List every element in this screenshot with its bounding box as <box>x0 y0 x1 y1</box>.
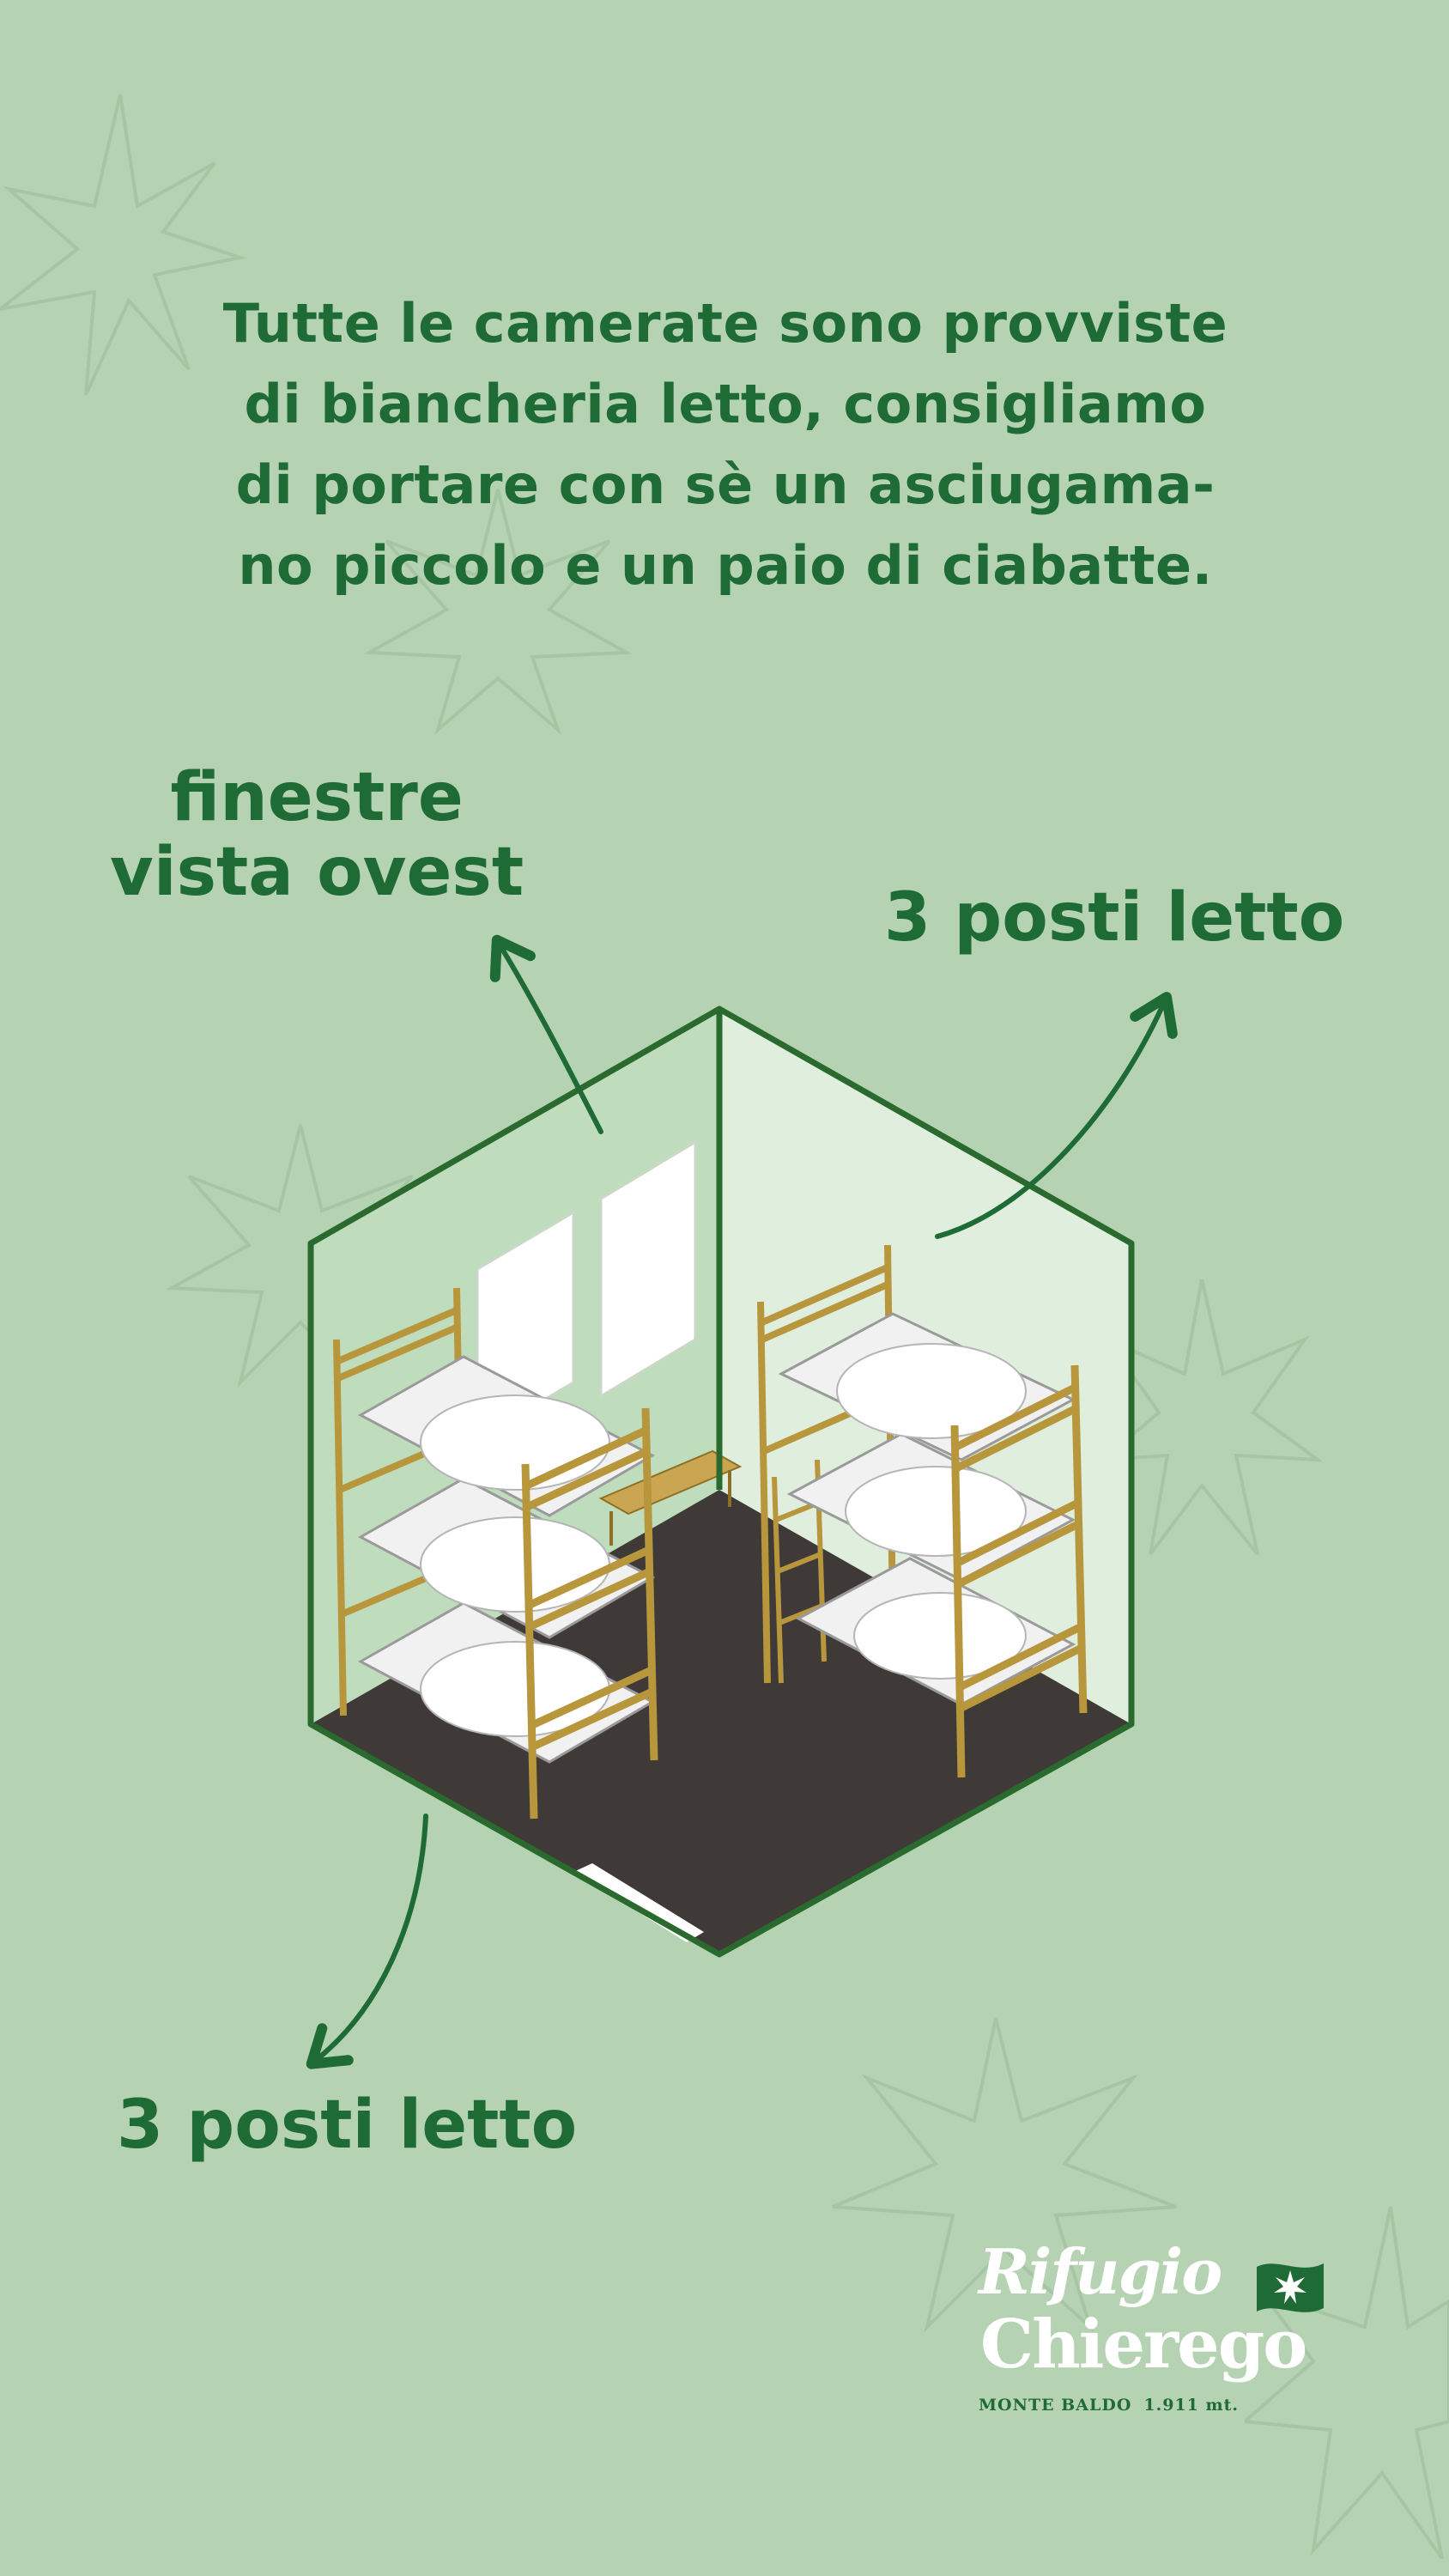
windows-label-line1: finestre <box>170 759 464 836</box>
logo-altitude: 1.911 mt. <box>1143 2396 1239 2415</box>
bunk-bed-left <box>333 1287 658 1820</box>
logo-line1: Rifugio <box>979 2235 1222 2308</box>
logo-subtitle: MONTE BALDO 1.911 mt. <box>979 2396 1239 2415</box>
intro-line: Tutte le camerate sono provviste <box>222 292 1228 355</box>
background-star-icon <box>362 489 634 736</box>
windows-label-line2: vista ovest <box>110 834 524 912</box>
logo-line2: Chierego <box>980 2306 1307 2384</box>
intro-text: Tutte le camerate sono provviste di bian… <box>155 283 1296 606</box>
bunk-bed-right <box>757 1244 1088 1778</box>
bench <box>598 1449 743 1516</box>
logo-mountain: MONTE BALDO <box>979 2396 1132 2415</box>
beds-right-label: 3 posti letto <box>884 879 1345 957</box>
intro-line: di portare con sè un asciugama- <box>235 453 1216 516</box>
flag-star-icon <box>1257 2263 1324 2312</box>
door-threshold <box>573 1863 704 1942</box>
room-outline <box>307 1005 1135 1958</box>
window-right <box>599 1139 697 1399</box>
arrow-windows-icon <box>489 934 603 1134</box>
background-star-icon <box>832 2017 1177 2333</box>
intro-line: di biancheria letto, consigliamo <box>244 373 1207 435</box>
intro-line: no piccolo e un paio di ciabatte. <box>238 534 1213 597</box>
arrow-beds-right-icon <box>935 992 1178 1239</box>
beds-left-label: 3 posti letto <box>117 2087 578 2164</box>
arrow-beds-left-icon <box>306 1814 428 2069</box>
windows-label: finestre vista ovest <box>110 759 524 912</box>
background-star-icon <box>0 94 247 396</box>
